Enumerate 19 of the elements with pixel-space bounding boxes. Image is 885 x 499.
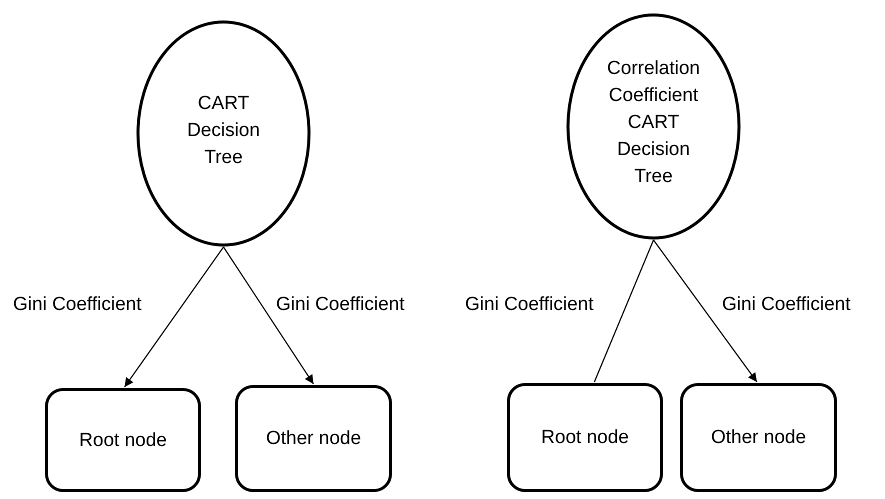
edge-label: Gini Coefficient: [13, 293, 142, 317]
node-label: CART Decision Tree: [186, 92, 261, 170]
edge-label: Gini Coefficient: [276, 293, 404, 317]
node-label: Other node: [710, 426, 808, 450]
arrow: [653, 240, 758, 382]
ellipse-node: [136, 20, 311, 247]
edge-label: Gini Coefficient: [722, 293, 850, 317]
ellipse-node: [566, 13, 741, 240]
rounded-box: [507, 383, 663, 492]
rounded-box: [680, 383, 837, 492]
node-label: Correlation Coefficient CART Decision Tree: [606, 57, 701, 189]
arrow: [223, 246, 314, 384]
arrow: [124, 246, 224, 388]
edge-label: Gini Coefficient: [465, 293, 594, 317]
node-label: Root node: [78, 428, 168, 452]
rounded-box: [45, 388, 201, 492]
rounded-box: [235, 385, 392, 492]
node-label: Other node: [264, 427, 362, 451]
node-label: Root node: [540, 426, 630, 450]
